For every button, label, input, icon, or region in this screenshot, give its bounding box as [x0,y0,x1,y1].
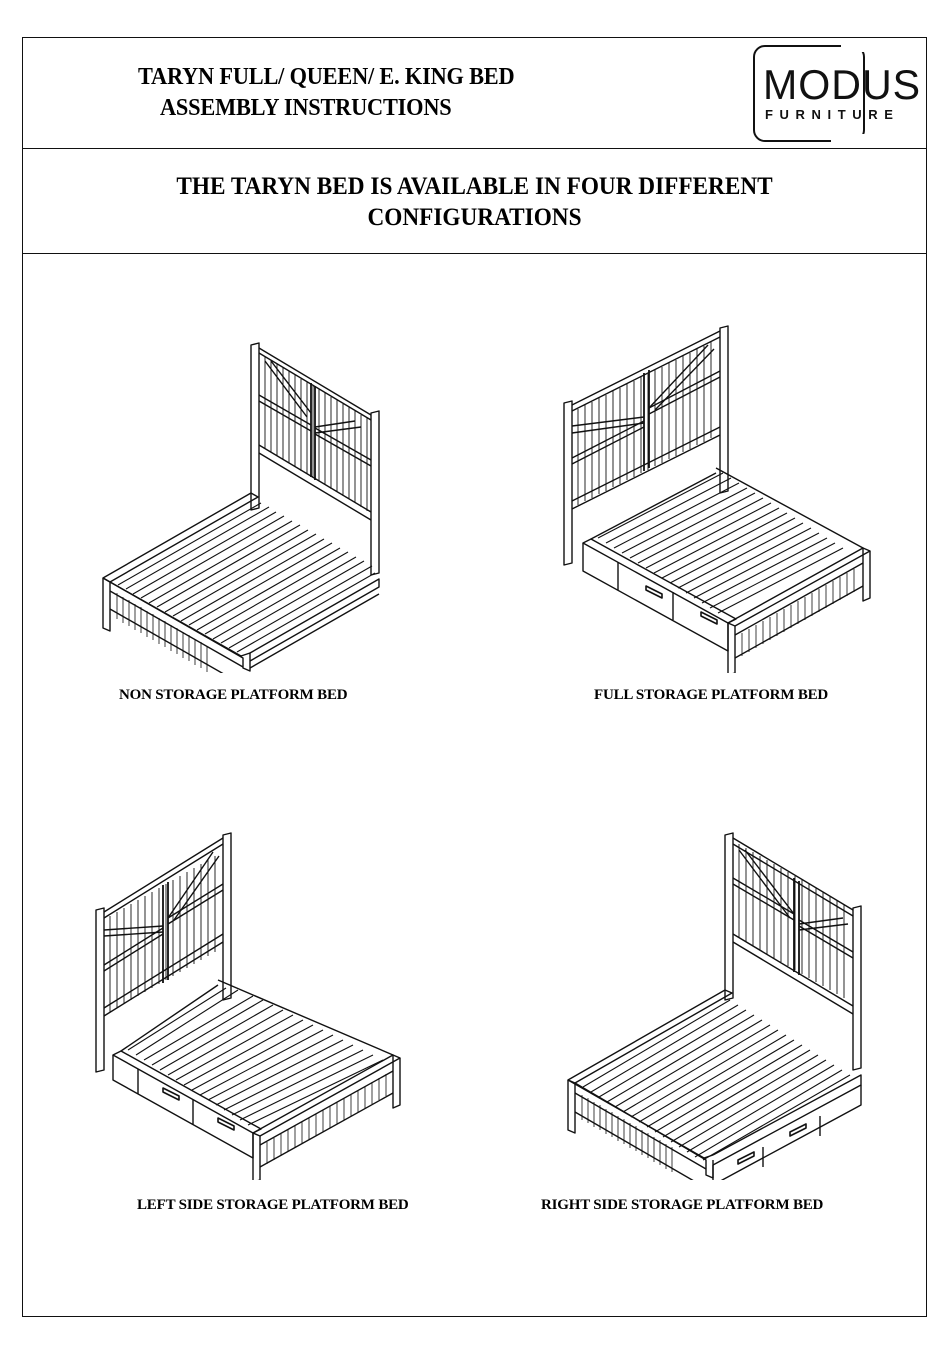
bed-drawing-icon [95,832,401,1180]
logo-frame-icon [753,45,865,142]
bed-illustration-right-side-storage [558,830,878,1180]
caption-right-side-storage: RIGHT SIDE STORAGE PLATFORM BED [541,1197,824,1213]
bed-drawing-icon [567,832,862,1180]
logo-sub-text: FURNITURE [765,107,900,122]
logo-brand-text: MODUS [763,61,922,108]
caption-non-storage: NON STORAGE PLATFORM BED [119,687,348,703]
bed-illustration-left-side-storage [93,830,413,1180]
intro-line-1: THE TARYN BED IS AVAILABLE IN FOUR DIFFE… [176,173,773,200]
bed-drawing-icon [563,325,871,673]
document-title: TARYN FULL/ QUEEN/ E. KING BED [138,64,515,90]
caption-left-side-storage: LEFT SIDE STORAGE PLATFORM BED [137,1197,409,1213]
intro-section: THE TARYN BED IS AVAILABLE IN FOUR DIFFE… [23,149,926,254]
intro-line-2: CONFIGURATIONS [367,204,582,231]
document-subtitle: ASSEMBLY INSTRUCTIONS [160,95,452,121]
bed-drawing-icon [102,342,380,673]
bed-illustration-non-storage [93,323,413,673]
caption-full-storage: FULL STORAGE PLATFORM BED [594,687,829,703]
page-frame: TARYN FULL/ QUEEN/ E. KING BED ASSEMBLY … [22,37,927,1317]
modus-furniture-logo: MODUS FURNITURE [751,42,923,146]
document-header: TARYN FULL/ QUEEN/ E. KING BED ASSEMBLY … [23,38,926,149]
bed-illustration-full-storage [558,323,878,673]
